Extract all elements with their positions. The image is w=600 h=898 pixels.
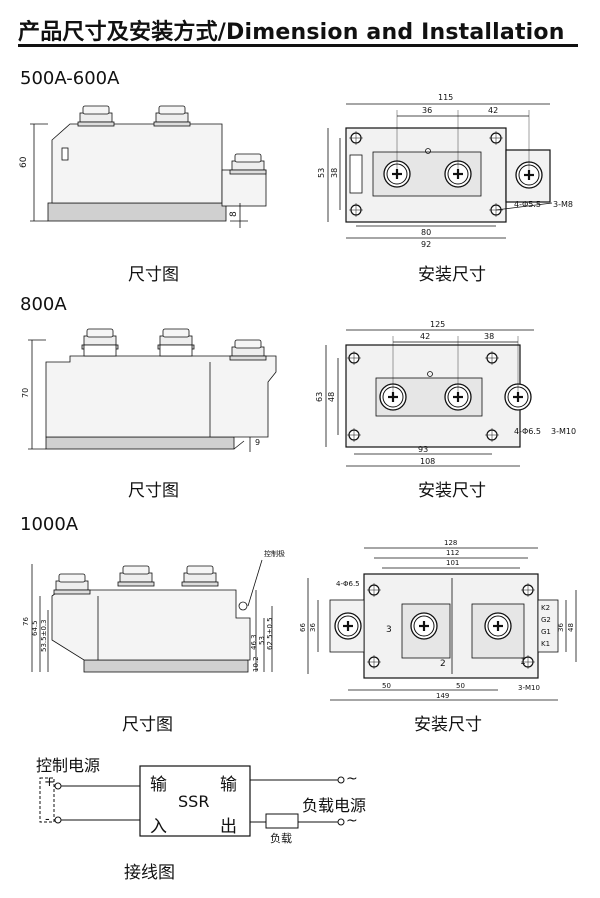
title-divider	[18, 44, 578, 47]
dim-66: 66	[299, 623, 307, 632]
screws-800a: 3-M10	[551, 427, 576, 436]
section-label-800a: 800A	[20, 294, 67, 315]
dim-10-2: 10.2	[252, 656, 260, 672]
dim-70: 70	[21, 388, 30, 398]
holes-500a: 4-Φ5.5	[514, 200, 541, 209]
dim-42b: 42	[420, 332, 430, 341]
dim-38b: 38	[484, 332, 494, 341]
section-label-1000a: 1000A	[20, 514, 79, 535]
dim-36-right: 36	[557, 623, 565, 632]
dim-93: 93	[418, 445, 428, 454]
dim-76: 76	[22, 617, 30, 626]
dim-48: 48	[327, 392, 336, 402]
section-label-500a: 500A-600A	[20, 68, 120, 89]
minus-sign: -	[45, 812, 50, 827]
page-title: 产品尺寸及安装方式/Dimension and Installation	[18, 20, 565, 45]
input-top-char: 输	[150, 775, 167, 795]
tilde-top: ~	[346, 771, 358, 787]
plus-sign: +	[44, 775, 55, 790]
top-view-800a	[325, 329, 534, 467]
labels-800a: 70 9 125 42 38 63 48 93 108 4-Φ6.5 3-M10	[21, 320, 576, 466]
dim-36-left: 36	[309, 623, 317, 632]
labels-1000a: 76 64.5 53.5±0.3 46.3 53 62.5±0.5 控制极 10…	[22, 539, 575, 700]
dim-53-5: 53.5±0.3	[40, 619, 48, 652]
ssr-label: SSR	[178, 792, 210, 811]
dim-46-3: 46.3	[250, 634, 258, 650]
dim-115: 115	[438, 93, 453, 102]
side-view-1000a	[31, 559, 273, 673]
output-bottom-char: 出	[220, 817, 237, 837]
dim-108: 108	[420, 457, 435, 466]
caption-install-500a: 安装尺寸	[418, 265, 486, 285]
dim-53: 53	[317, 168, 326, 178]
caption-dimension-500a: 尺寸图	[128, 265, 179, 285]
dim-64-5: 64.5	[31, 620, 39, 636]
dim-36: 36	[422, 106, 432, 115]
dim-53b: 53	[258, 636, 266, 645]
dim-42: 42	[488, 106, 498, 115]
dim-48-right: 48	[567, 623, 575, 632]
dim-50-b: 50	[456, 682, 465, 690]
terminal-3: 3	[386, 625, 392, 635]
input-bottom-char: 入	[150, 817, 167, 837]
tilde-bottom: ~	[346, 813, 358, 829]
wiring-caption: 接线图	[124, 863, 175, 883]
side-view-500a	[30, 105, 267, 228]
dim-101: 101	[446, 559, 459, 567]
dim-38: 38	[330, 168, 339, 178]
holes-800a: 4-Φ6.5	[514, 427, 541, 436]
screws-1000a: 3-M10	[518, 684, 540, 692]
dim-112: 112	[446, 549, 459, 557]
caption-dimension-800a: 尺寸图	[128, 481, 179, 501]
screws-500a: 3-M8	[553, 200, 573, 209]
top-view-500a	[327, 103, 553, 239]
caption-install-800a: 安装尺寸	[418, 481, 486, 501]
top-500a-labels: 115 36 42 53 38 80 92 4-Φ5.5 3-M8	[317, 93, 573, 249]
wiring-diagram	[39, 765, 345, 837]
dim-149: 149	[436, 692, 449, 700]
pin-k1: K1	[541, 640, 550, 648]
terminal-2: 2	[440, 659, 446, 669]
pin-k2: K2	[541, 604, 550, 612]
load-power-label: 负载电源	[302, 796, 367, 815]
dim-8: 8	[229, 211, 239, 217]
pin-g1: G1	[541, 628, 551, 636]
dim-50-a: 50	[382, 682, 391, 690]
dim-9: 9	[255, 438, 260, 447]
control-pole-label: 控制极	[264, 549, 285, 558]
load-label: 负载	[270, 832, 292, 845]
dim-128: 128	[444, 539, 457, 547]
caption-install-1000a: 安装尺寸	[414, 715, 482, 735]
terminal-1: 1	[520, 657, 526, 667]
holes-1000a: 4-Φ6.5	[336, 580, 360, 588]
top-view-1000a	[307, 547, 577, 701]
dim-125: 125	[430, 320, 445, 329]
dim-63: 63	[315, 392, 324, 402]
control-power-label: 控制电源	[36, 756, 101, 775]
dim-60: 60	[19, 156, 29, 168]
dim-92: 92	[421, 240, 431, 249]
output-top-char: 输	[220, 775, 237, 795]
side-view-800a	[28, 328, 277, 452]
dim-80: 80	[421, 228, 431, 237]
pin-g2: G2	[541, 616, 551, 624]
dim-62-5: 62.5±0.5	[266, 617, 274, 650]
caption-dimension-1000a: 尺寸图	[122, 715, 173, 735]
